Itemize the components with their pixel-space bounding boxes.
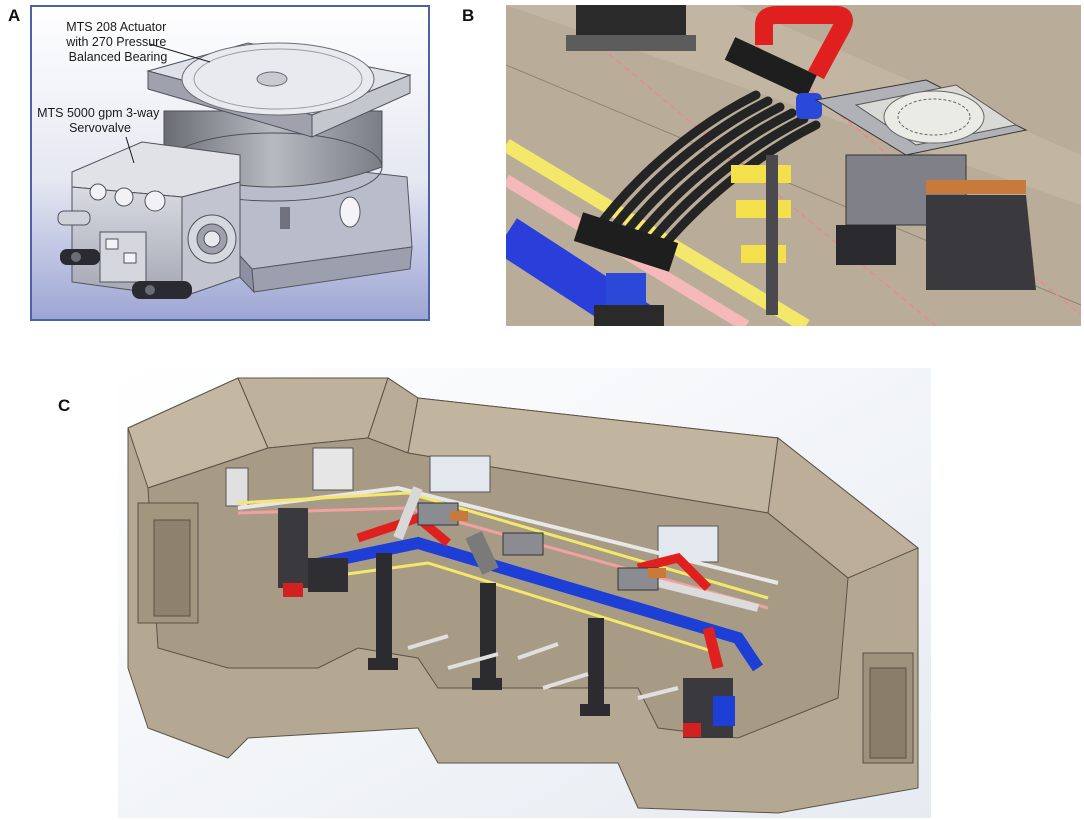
test-rig-room-cad-drawing	[118, 368, 931, 818]
hydraulic-power-units	[278, 508, 735, 738]
panel-letter-c: C	[58, 396, 71, 415]
actuator-assembly	[814, 79, 1036, 290]
hose-manifold	[573, 212, 679, 272]
actuator-callout-leader	[149, 43, 211, 63]
panel-c-test-rig-room-render	[118, 368, 931, 818]
actuator-stations	[417, 502, 666, 591]
hose-detail-cad-drawing	[506, 5, 1081, 326]
servovalve-pilot-assembly	[57, 210, 192, 299]
panel-a-actuator-render: MTS 208 Actuator with 270 Pressure Balan…	[30, 5, 430, 321]
room-shell	[127, 377, 919, 814]
copper-bearing-bar	[926, 180, 1026, 194]
actuator-label: MTS 208 Actuator with 270 Pressure Balan…	[65, 20, 170, 64]
servovalve-block	[71, 141, 241, 298]
top-mount-block	[566, 5, 696, 51]
floor-rails	[407, 634, 679, 700]
valve-array	[731, 155, 791, 315]
left-control-panel	[225, 467, 249, 507]
servovalve-callout-leader	[125, 136, 135, 164]
red-return-loop-pipe	[755, 6, 853, 80]
panel-letter-b: B	[462, 6, 475, 25]
panel-b-hose-detail-render	[506, 5, 1081, 326]
perforated-panel-left	[429, 455, 491, 493]
blue-coupling	[796, 93, 822, 119]
back-control-panel	[312, 447, 354, 491]
servovalve-label: MTS 5000 gpm 3-way Servovalve	[37, 106, 163, 135]
actuator-top-plate	[146, 42, 412, 138]
actuator-cad-drawing: MTS 208 Actuator with 270 Pressure Balan…	[32, 7, 428, 319]
panel-letter-a: A	[8, 6, 21, 25]
hydraulic-hose-bundle	[591, 90, 821, 260]
